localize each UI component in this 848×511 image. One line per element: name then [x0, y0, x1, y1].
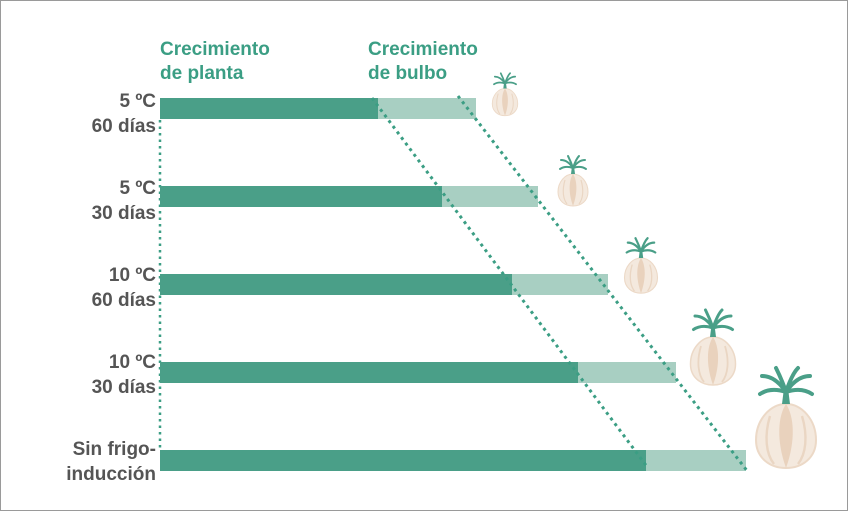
header-bulb-growth-line2: de bulbo [368, 63, 448, 84]
plant-growth-bar [160, 98, 378, 119]
row-label-10c-30d: 10 ºC 30 días [60, 350, 156, 400]
bulb-growth-end-dotted-line [456, 95, 750, 473]
row-label-line2: 60 días [91, 116, 156, 137]
row-label-line1: Sin frigo- [72, 439, 156, 460]
row-label-line1: 10 ºC [108, 265, 156, 286]
bulb-growth-bar [378, 98, 476, 119]
row-label-5c-30d: 5 ºC 30 días [60, 176, 156, 226]
garlic-bulb-icon-s [623, 237, 659, 295]
header-plant-growth-line2: de planta [160, 63, 244, 84]
row-5c-60d [160, 72, 519, 119]
plant-growth-bar [160, 450, 646, 471]
header-bulb-growth: Crecimiento de bulbo [368, 38, 478, 86]
row-label-line1: 5 ºC [119, 91, 156, 112]
garlic-bulb-icon-m [689, 308, 737, 387]
header-plant-growth: Crecimiento de planta [160, 38, 270, 86]
row-label-line1: 10 ºC [108, 352, 156, 373]
bulb-growth-bar [646, 450, 746, 471]
row-5c-30d [160, 155, 589, 207]
bulb-growth-bar [442, 186, 538, 207]
bulb-growth-bar [512, 274, 608, 295]
row-label-line1: 5 ºC [119, 178, 156, 199]
row-no-cold [160, 366, 818, 471]
garlic-bulb-icon-l [754, 366, 818, 470]
header-plant-growth-line1: Crecimiento [160, 39, 270, 60]
row-label-line2: 30 días [91, 377, 156, 398]
row-label-10c-60d: 10 ºC 60 días [60, 263, 156, 313]
row-10c-60d [160, 237, 659, 295]
garlic-bulb-icon-s [557, 155, 589, 207]
plant-growth-bar [160, 362, 578, 383]
row-label-line2: 30 días [91, 203, 156, 224]
row-10c-30d [160, 308, 737, 387]
row-label-line2: inducción [66, 464, 156, 485]
plant-growth-bar [160, 274, 512, 295]
row-label-line2: 60 días [91, 290, 156, 311]
header-bulb-growth-line1: Crecimiento [368, 39, 478, 60]
bulb-growth-bar [578, 362, 676, 383]
plant-growth-bar [160, 186, 442, 207]
garlic-bulb-icon-xs [491, 72, 519, 117]
row-label-5c-60d: 5 ºC 60 días [60, 89, 156, 139]
row-label-no-cold: Sin frigo- inducción [60, 437, 156, 487]
